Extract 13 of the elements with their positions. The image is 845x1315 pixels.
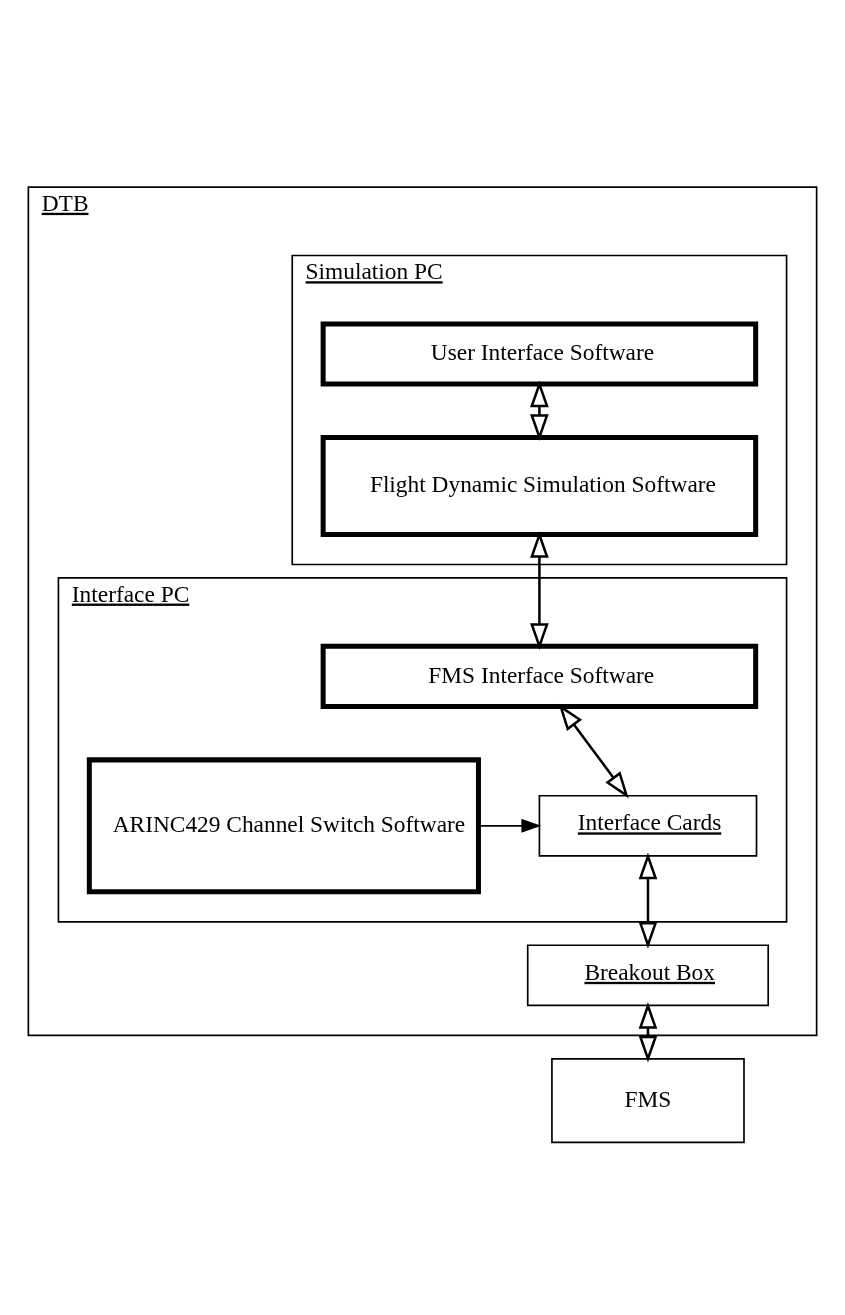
node-box: ARINC429 Channel Switch Software [86, 756, 481, 894]
arrow [477, 818, 542, 833]
node-box: Breakout Box [526, 943, 770, 1006]
arrow [530, 379, 549, 441]
node-box: Flight Dynamic Simulation Software [320, 434, 759, 537]
arrow [638, 852, 658, 949]
node-box: User Interface Software [320, 321, 759, 387]
arrow [558, 703, 629, 798]
arrow [530, 530, 549, 650]
node-box: FMS [551, 1057, 745, 1143]
arrow [638, 1001, 658, 1062]
node-box: Interface Cards [538, 794, 758, 857]
node-box: FMS Interface Software [320, 643, 759, 709]
